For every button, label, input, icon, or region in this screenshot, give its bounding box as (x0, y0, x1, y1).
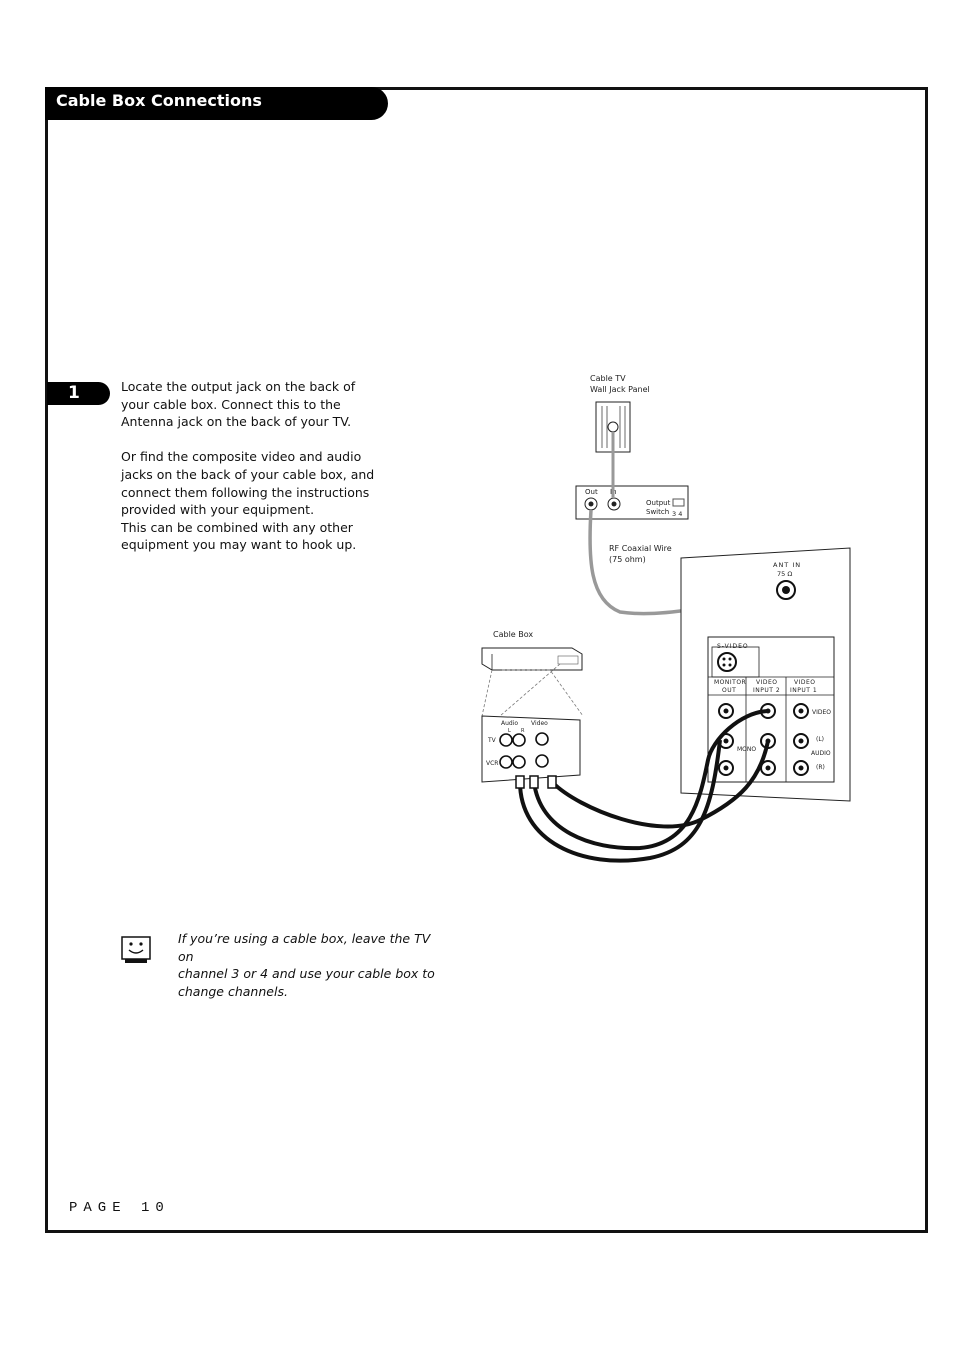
step-instructions: Locate the output jack on the back of yo… (121, 378, 421, 554)
output-switch-label: Output (646, 499, 671, 507)
tip-note: If you’re using a cable box, leave the T… (178, 930, 448, 1000)
page-title: Cable Box Connections (56, 91, 262, 110)
switch-icon (672, 498, 685, 507)
panel-tv-label: TV (487, 737, 497, 744)
out-label: Out (585, 488, 598, 496)
wall-jack-label: Cable TV (590, 374, 626, 383)
panel-vcr-label: VCR (486, 760, 498, 767)
video-input1-label: INPUT 1 (790, 687, 817, 694)
audio-cable (518, 739, 722, 863)
instruction-line: Antenna jack on the back of your TV. (121, 414, 352, 430)
output-switch-label: Switch (646, 508, 669, 516)
instruction-line: Or find the composite video and audio (121, 449, 362, 465)
instruction-line: This can be combined with any other (121, 519, 353, 535)
step-badge (47, 382, 110, 405)
instruction-line: jacks on the back of your cable box, and (121, 466, 375, 482)
title-tab (45, 87, 388, 120)
av-jacks (718, 703, 809, 776)
audio-r-label: (R) (816, 764, 825, 771)
cable-box-icon (481, 647, 583, 671)
panel-jacks (499, 732, 549, 769)
panel-audio-label: Audio (501, 720, 518, 727)
instruction-line: your cable box. Connect this to the (121, 396, 341, 412)
cable-box-label: Cable Box (493, 630, 533, 639)
video-label: VIDEO (812, 709, 831, 716)
panel-video-label: Video (531, 720, 548, 727)
page-number: PAGE 10 (69, 1200, 170, 1216)
video-input1-label: VIDEO (794, 679, 816, 686)
instruction-line: connect them following the instructions (121, 484, 370, 500)
panel-r-label: R (521, 728, 525, 734)
panel-l-label: L (508, 728, 511, 734)
mono-label: MONO (737, 746, 756, 753)
step-number: 1 (68, 383, 80, 403)
audio-cable-right (550, 740, 770, 829)
audio-l-label: (L) (816, 736, 824, 743)
page-frame (45, 87, 928, 1233)
wall-jack-label: Wall Jack Panel (590, 385, 650, 394)
note-line: change channels. (178, 983, 288, 999)
video-cable (532, 709, 769, 851)
video-input2-label: VIDEO (756, 679, 778, 686)
instruction-line: Locate the output jack on the back of (121, 379, 356, 394)
svideo-jack-icon (717, 652, 737, 672)
paragraph-gap (121, 431, 421, 449)
smiley-tv-icon (121, 936, 151, 963)
connection-diagram: Cable TV Wall Jack Panel Out In Output S… (481, 374, 851, 863)
svideo-label: S-VIDEO (717, 643, 749, 650)
rf-wire-label: (75 ohm) (609, 555, 646, 564)
instruction-line: provided with your equipment. (121, 502, 315, 518)
audio-label: AUDIO (811, 750, 831, 757)
monitor-out-label: MONITOR (714, 679, 746, 686)
ohm-label: 75 Ω (777, 570, 792, 578)
wall-jack-icon (607, 421, 619, 433)
rf-wire-label: RF Coaxial Wire (609, 544, 672, 553)
monitor-out-label: OUT (722, 687, 736, 694)
instruction-line: equipment you may want to hook up. (121, 537, 357, 553)
note-line: channel 3 or 4 and use your cable box to (178, 966, 435, 982)
ant-in-label: ANT IN (773, 561, 801, 569)
switch-values: 3 4 (672, 510, 682, 518)
note-line: If you’re using a cable box, leave the T… (178, 931, 431, 964)
video-input2-label: INPUT 2 (753, 687, 780, 694)
